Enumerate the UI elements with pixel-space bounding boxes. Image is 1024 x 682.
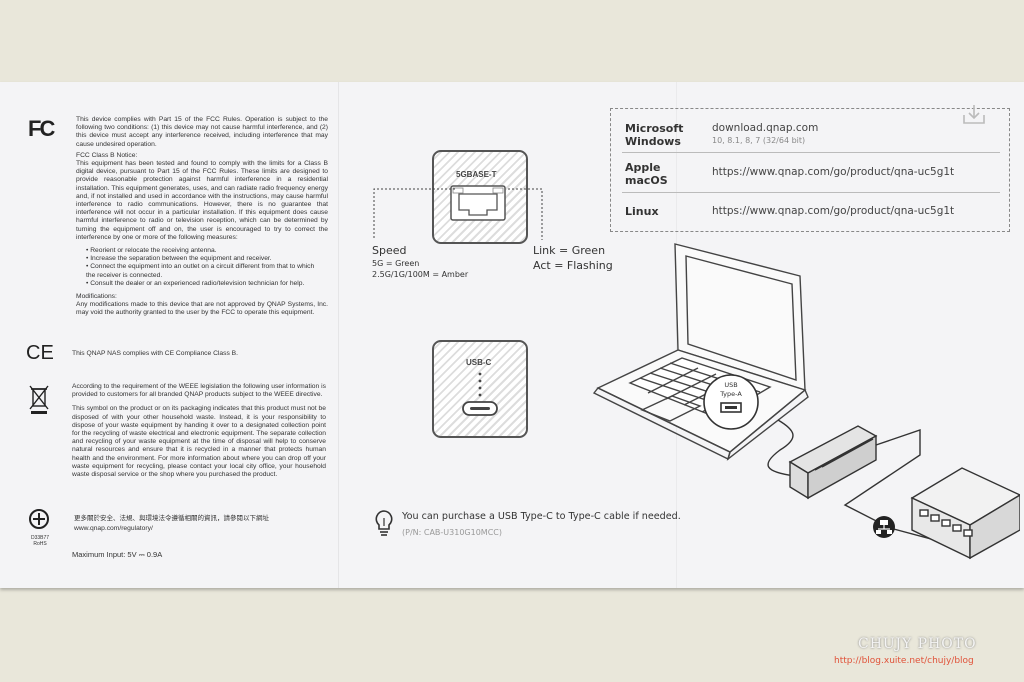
page-fold	[676, 82, 677, 588]
usbc-port-illustration	[432, 340, 528, 438]
rohs-mark: D33B77 RoHS	[26, 508, 54, 547]
os-name-sub: macOS	[625, 174, 668, 187]
speed-title: Speed	[372, 244, 407, 257]
rj45-port-label: 5GBASE-T	[456, 170, 497, 179]
act-status: Act = Flashing	[533, 259, 613, 272]
os-linux: Linux	[625, 205, 659, 218]
dc-symbol-icon: ⎓	[138, 550, 145, 559]
modifications-title: Modifications:	[76, 293, 117, 301]
os-name: Microsoft	[625, 122, 684, 135]
row-divider	[622, 192, 1000, 193]
weee-para-2: This symbol on the product or on its pac…	[72, 405, 326, 479]
windows-download-link[interactable]: download.qnap.com	[712, 122, 819, 134]
linux-download-link[interactable]: https://www.qnap.com/go/product/qna-uc5g…	[712, 205, 955, 217]
rj45-jack-icon	[449, 184, 507, 222]
speed-5g: 5G = Green	[372, 259, 420, 268]
power-current: 0.9A	[146, 550, 163, 559]
fcc-statement: This device complies with Part 15 of the…	[76, 116, 328, 318]
usb-port-callout	[703, 374, 759, 430]
regulatory-text-cn: 更多關於安全、法規、與環境法令遵循相關的資訊，請參閱以下網址	[74, 514, 269, 522]
fcc-bullet: • Connect the equipment into an outlet o…	[86, 263, 315, 279]
connection-diagram: USB Type-A	[592, 243, 1020, 560]
row-divider	[622, 152, 1000, 153]
ce-logo: CE	[26, 342, 54, 364]
fcc-para-1: This device complies with Part 15 of the…	[76, 116, 328, 148]
os-name: Linux	[625, 205, 659, 218]
weee-para-1: According to the requirement of the WEEE…	[72, 383, 326, 399]
laptop-illustration	[592, 243, 809, 461]
usb-callout-label: USB	[724, 381, 737, 389]
rohs-label: RoHS	[33, 541, 47, 547]
usb-cable	[767, 419, 796, 477]
usbc-port-label: USB-C	[466, 358, 492, 367]
watermark-title: CHUJY PHOTO	[858, 636, 977, 652]
rohs-code: D33B77	[30, 535, 50, 541]
watermark-url: http://blog.xuite.net/chujy/blog	[834, 656, 974, 666]
adapter-illustration	[788, 425, 878, 500]
cable-part-number: (P/N: CAB-U310G10MCC)	[402, 528, 502, 537]
speed-legend: Speed 5G = Green 2.5G/1G/100M = Amber	[372, 244, 468, 279]
regulatory-info: 更多關於安全、法規、與環境法令遵循相關的資訊，請參閱以下網址 www.qnap.…	[74, 514, 328, 533]
fcc-bullet: • Reorient or relocate the receiving ant…	[86, 247, 217, 255]
ce-statement: This QNAP NAS complies with CE Complianc…	[72, 350, 239, 357]
os-name-sub: Windows	[625, 135, 681, 148]
download-icon	[960, 103, 988, 132]
weee-statement: According to the requirement of the WEEE…	[72, 383, 326, 479]
os-name: Apple	[625, 161, 661, 174]
usb-callout-label-2: Type-A	[719, 390, 742, 398]
fcc-bullet: • Consult the dealer or an experienced r…	[86, 279, 305, 287]
macos-download-link[interactable]: https://www.qnap.com/go/product/qna-uc5g…	[712, 166, 955, 178]
cable-tip-text: You can purchase a USB Type-C to Type-C …	[402, 511, 681, 522]
link-legend: Link = Green Act = Flashing	[533, 243, 613, 273]
link-status: Link = Green	[533, 244, 606, 257]
power-rating: Maximum Input: 5V ⎓ 0.9A	[72, 550, 162, 560]
led-leader-lines	[373, 188, 543, 240]
os-windows: Microsoft Windows	[625, 122, 683, 148]
speed-other: 2.5G/1G/100M = Amber	[372, 270, 469, 279]
fcc-bullet: • Increase the separation between the eq…	[86, 255, 272, 263]
regulatory-url: www.qnap.com/regulatory/	[74, 525, 153, 533]
driver-download-box	[610, 108, 1010, 232]
fcc-bullets: • Reorient or relocate the receiving ant…	[86, 247, 321, 288]
lightbulb-icon	[372, 508, 396, 545]
fcc-logo: FC	[28, 116, 55, 141]
network-switch-illustration	[910, 467, 1020, 560]
fcc-para-2: This equipment has been tested and found…	[76, 160, 328, 241]
power-label: Maximum Input: 5V	[72, 550, 137, 559]
usbc-connector-icon	[462, 372, 498, 416]
os-macos: Apple macOS	[625, 161, 668, 187]
page-fold	[338, 82, 339, 588]
windows-versions: 10, 8.1, 8, 7 (32/64 bit)	[712, 136, 806, 145]
fcc-class-b-title: FCC Class B Notice:	[76, 151, 138, 159]
weee-bin-icon	[28, 384, 50, 416]
modifications-text: Any modifications made to this device th…	[76, 301, 328, 317]
